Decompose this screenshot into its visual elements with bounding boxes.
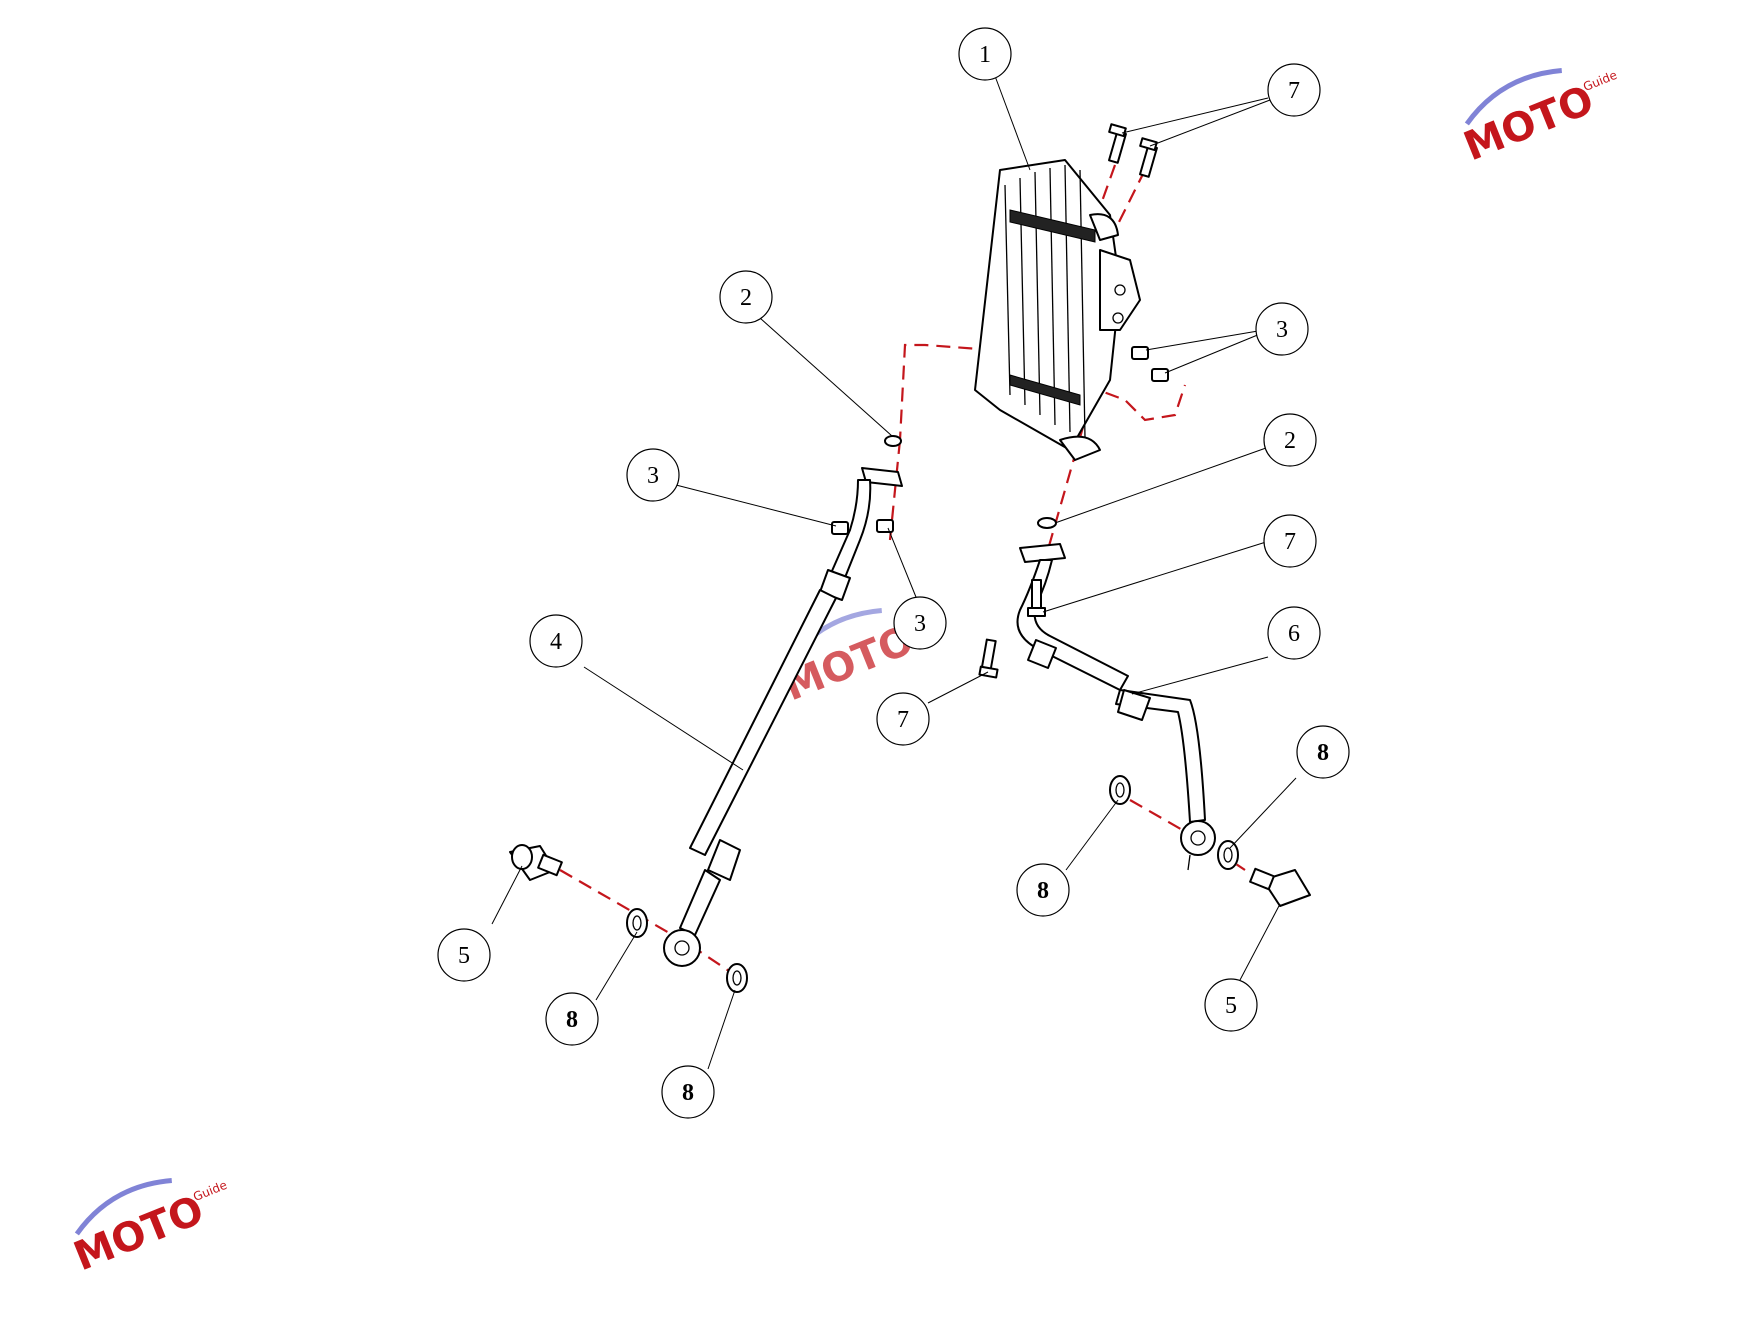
callout-label: 1 [979,42,991,68]
callout-label: 8 [1317,740,1329,766]
callout-label: 8 [566,1007,578,1033]
grommet-pipe-left-2 [876,519,894,533]
callout-7-top: 7 [1267,63,1321,117]
oil-pipe-right [1016,543,1216,871]
watermark-brand: MOTO [1458,77,1601,170]
banjo-bolt-right [1249,867,1311,907]
callout-label: 2 [1284,428,1296,454]
callout-3-pipe-mid: 3 [893,596,947,650]
oil-cooler [974,159,1141,461]
bolt-top-2 [1139,137,1158,178]
leader-lines [491,75,1297,1070]
callout-7-right: 7 [1263,514,1317,568]
grommet-cooler-2 [1151,368,1169,382]
o-ring-left-top [884,435,902,447]
watermark-tagline: Guide [1581,68,1619,94]
callout-3-pipe-left: 3 [626,448,680,502]
callout-label: 8 [682,1080,694,1106]
oil-pipe-left [663,467,903,967]
washer-left-inner [626,908,648,938]
callout-1: 1 [958,27,1012,81]
watermark-tagline: Guide [191,1178,229,1204]
watermark-bottom-left: MOTO Guide [68,1178,229,1281]
callout-label: 7 [1288,78,1300,104]
callout-label: 3 [1276,317,1288,343]
callout-2-upper-left: 2 [719,270,773,324]
watermark-brand: MOTO [68,1187,211,1280]
callout-8-right-outer: 8 [1296,725,1350,779]
callout-label: 7 [1284,529,1296,555]
callout-label: 2 [740,285,752,311]
callout-label: 5 [458,943,470,969]
callout-5-left: 5 [437,928,491,982]
assembly-lines [559,164,1246,976]
grommet-cooler-1 [1131,346,1149,360]
bolt-mid-right [1027,579,1046,617]
callout-2-right: 2 [1263,413,1317,467]
grommet-pipe-left-1 [831,521,849,535]
callout-label: 5 [1225,993,1237,1019]
callout-7-left: 7 [876,692,930,746]
callout-label: 4 [550,629,562,655]
callout-5-right: 5 [1204,978,1258,1032]
callout-8-right-inner: 8 [1016,863,1070,917]
callout-label: 6 [1288,621,1300,647]
washer-right-outer [1217,840,1239,870]
callout-label: 7 [897,707,909,733]
washer-right-inner [1109,775,1131,805]
callout-label: 3 [914,611,926,637]
washer-left-outer [726,963,748,993]
callout-label: 3 [647,463,659,489]
bolt-mid-left [978,638,999,679]
callout-label: 8 [1037,878,1049,904]
watermark-top-right: MOTO Guide [1458,68,1619,171]
banjo-bolt-left [509,844,563,881]
callout-8-left-inner: 8 [545,992,599,1046]
callout-4: 4 [529,614,583,668]
o-ring-right-top [1037,517,1057,529]
callout-8-left-outer: 8 [661,1065,715,1119]
callout-6: 6 [1267,606,1321,660]
bolt-top-1 [1108,123,1127,164]
callout-3-cooler: 3 [1255,302,1309,356]
